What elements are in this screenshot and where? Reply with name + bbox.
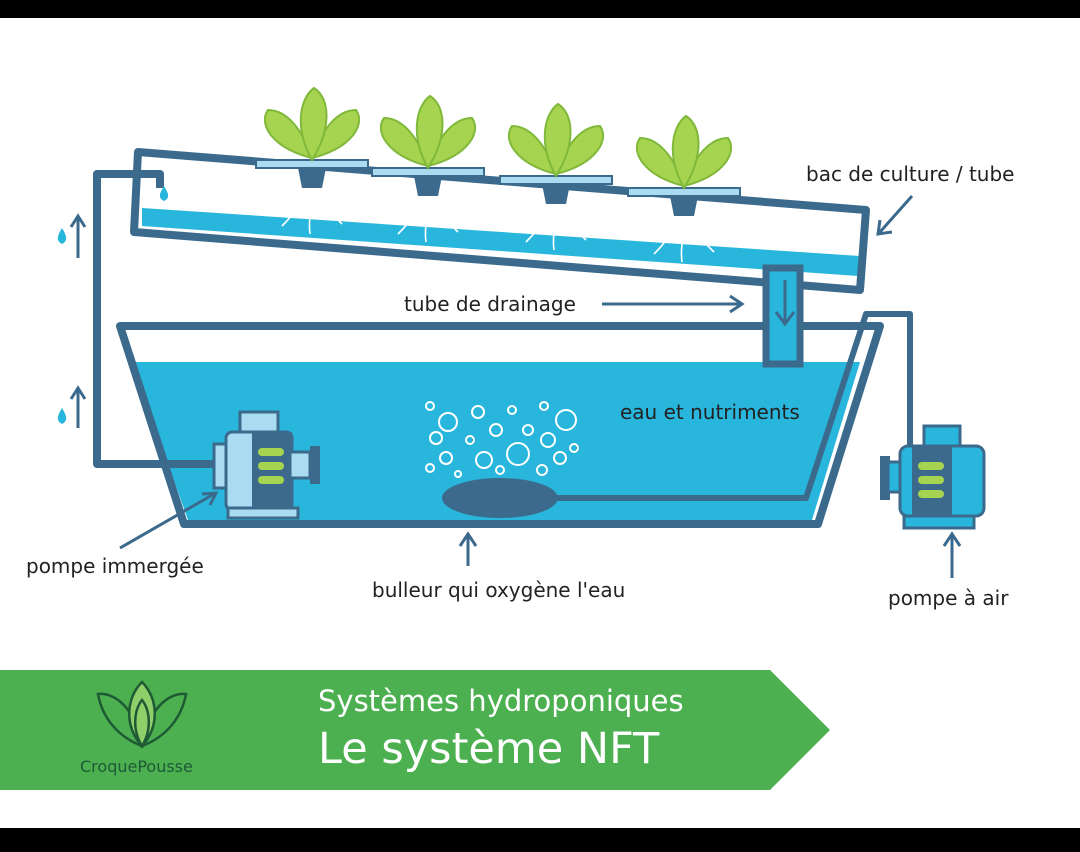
drainage-pointer-arrow bbox=[602, 294, 745, 314]
brand-name: CroquePousse bbox=[80, 757, 193, 776]
flow-up-arrow-icon bbox=[57, 213, 87, 258]
banner-subtitle: Systèmes hydroponiques bbox=[318, 684, 684, 718]
reservoir-outline bbox=[116, 322, 884, 528]
submersible-pump bbox=[212, 410, 320, 520]
submersible-pump-label: pompe immergée bbox=[26, 554, 204, 578]
supply-pipe bbox=[93, 170, 222, 468]
air-pump-pointer-arrow bbox=[942, 531, 962, 578]
plant bbox=[371, 94, 485, 243]
drainage-pipe bbox=[762, 264, 804, 368]
culture-tube-pointer-arrow bbox=[876, 195, 914, 236]
brand-logo-icon bbox=[96, 680, 188, 749]
drainage-label: tube de drainage bbox=[404, 292, 576, 316]
submersible-pump-pointer-arrow bbox=[119, 491, 219, 550]
nutrients-label: eau et nutriments bbox=[620, 400, 800, 424]
air-pump-label: pompe à air bbox=[888, 586, 1009, 610]
title-banner bbox=[0, 670, 830, 790]
water-drop-icon bbox=[159, 186, 169, 201]
culture-tube-label: bac de culture / tube bbox=[806, 162, 1015, 186]
plant bbox=[499, 102, 613, 251]
air-pump bbox=[880, 424, 986, 530]
culture-tube bbox=[130, 148, 870, 294]
top-frame-bar bbox=[0, 0, 1080, 18]
bubbles bbox=[425, 401, 579, 478]
drainage-down-arrow bbox=[774, 280, 796, 327]
flow-up-arrow-icon bbox=[57, 385, 87, 428]
bubbler-stone bbox=[442, 478, 558, 518]
culture-tube-water bbox=[142, 208, 860, 276]
banner-title: Le système NFT bbox=[318, 724, 660, 774]
bubbler-label: bulleur qui oxygène l'eau bbox=[372, 578, 626, 602]
air-line bbox=[556, 311, 913, 501]
bottom-frame-bar bbox=[0, 828, 1080, 852]
bubbler-pointer-arrow bbox=[458, 531, 478, 566]
plant bbox=[627, 114, 741, 263]
plant bbox=[255, 86, 369, 235]
